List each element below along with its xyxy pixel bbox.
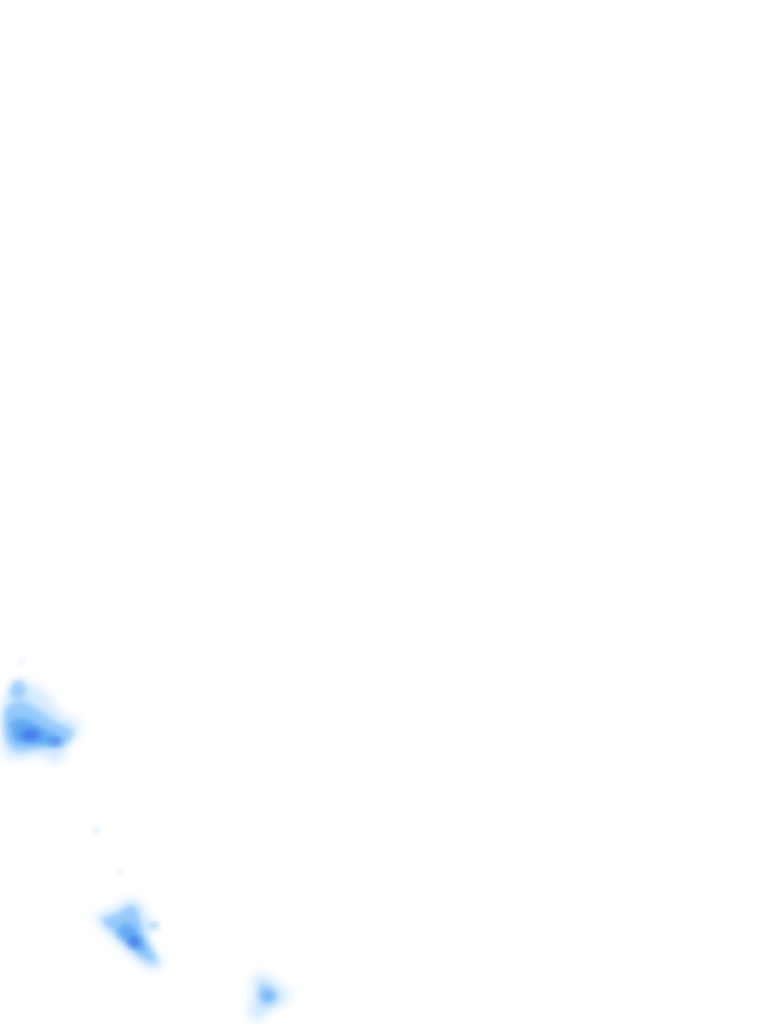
echo-speck-1: [93, 827, 99, 835]
echo-cluster-south: [94, 898, 163, 970]
echo-cluster-west: [2, 659, 81, 764]
echo-cluster-southeast: [248, 972, 290, 1022]
echo-speck-2: [116, 870, 122, 876]
